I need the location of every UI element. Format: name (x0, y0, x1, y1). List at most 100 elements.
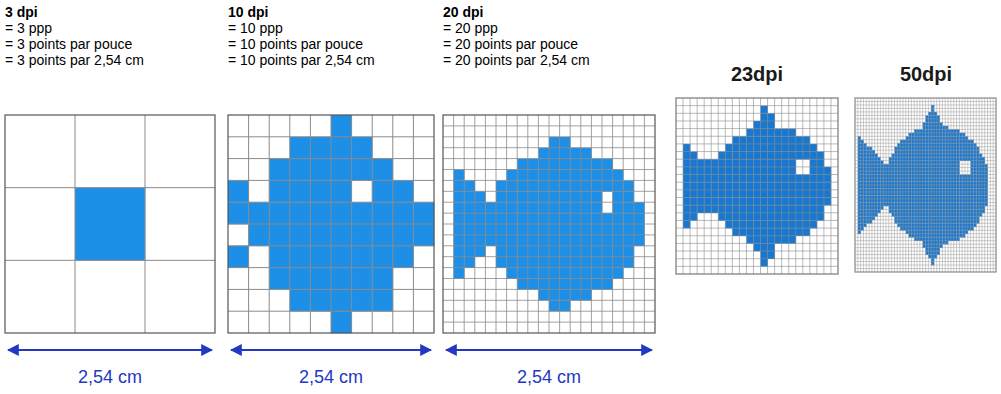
pixel-grid (228, 115, 434, 333)
grid-line (855, 153, 996, 154)
pixel (711, 205, 718, 213)
pixel (810, 167, 817, 175)
pixel (602, 213, 613, 224)
pixel (775, 236, 782, 244)
pixel (570, 159, 581, 170)
pixel (331, 137, 352, 159)
grid-line (5, 187, 215, 188)
pixel (528, 279, 539, 290)
resolution-note: = 20 points par 2,54 cm (443, 52, 590, 68)
pixel (739, 190, 746, 198)
grid-line (855, 160, 996, 161)
grid-line (676, 197, 838, 198)
pixel (704, 182, 711, 190)
grid-line (228, 289, 434, 290)
pixel (591, 159, 602, 170)
pixel (464, 191, 475, 202)
pixel (623, 235, 634, 246)
pixel (690, 167, 697, 175)
grid-line (855, 171, 996, 172)
pixel (761, 113, 768, 121)
pixel (761, 197, 768, 205)
pixel (352, 159, 373, 181)
pixel (824, 197, 831, 205)
pixel (538, 246, 549, 257)
grid-line (443, 213, 655, 214)
pixel (803, 175, 810, 183)
pixel (683, 159, 690, 167)
grid-line (683, 98, 684, 274)
pixel (560, 170, 571, 181)
pixel (591, 191, 602, 202)
grid-line (855, 132, 996, 133)
pixel (803, 213, 810, 221)
pixel (753, 197, 760, 205)
grid-line (676, 159, 838, 160)
pixel (768, 113, 775, 121)
pixel (290, 224, 311, 246)
pixel (496, 213, 507, 224)
pixel (761, 182, 768, 190)
pixel (623, 180, 634, 191)
pixel (528, 170, 539, 181)
grid-line (443, 158, 655, 159)
pixel (517, 235, 528, 246)
pixel (711, 182, 718, 190)
pixel (753, 159, 760, 167)
pixel (570, 224, 581, 235)
grid-line (855, 230, 996, 231)
pixel (746, 159, 753, 167)
grid-line (855, 115, 996, 116)
pixel (613, 180, 624, 191)
pixel (683, 220, 690, 228)
pixel (602, 159, 613, 170)
pixel (739, 167, 746, 175)
pixel (817, 152, 824, 160)
pixel (269, 246, 290, 268)
grid-line (443, 234, 655, 235)
pixel (711, 190, 718, 198)
pixel (697, 190, 704, 198)
grid-line (228, 245, 434, 246)
pixel (711, 175, 718, 183)
pixel (602, 224, 613, 235)
pixel (725, 167, 732, 175)
pixel (331, 180, 352, 202)
pixel (507, 268, 518, 279)
pixel (768, 152, 775, 160)
pixel (570, 257, 581, 268)
grid-ground (855, 98, 996, 272)
pixel (796, 144, 803, 152)
pixel (690, 152, 697, 160)
pixel (683, 182, 690, 190)
pixel (602, 235, 613, 246)
grid-line (774, 98, 775, 274)
grid-border (855, 98, 996, 272)
pixel (581, 224, 592, 235)
pixel (331, 115, 352, 137)
pixel (560, 148, 571, 159)
resolution-title: 50dpi (900, 62, 952, 86)
pixel (768, 190, 775, 198)
pixel (352, 289, 373, 311)
pixel (753, 213, 760, 221)
pixel (560, 213, 571, 224)
grid-line (75, 115, 76, 333)
grid-line (676, 266, 838, 267)
grid-line (228, 202, 434, 203)
pixel (782, 213, 789, 221)
pixel (746, 182, 753, 190)
grid-line (443, 278, 655, 279)
pixel (613, 224, 624, 235)
grid-line (676, 166, 838, 167)
pixel (372, 268, 393, 290)
pixel (725, 175, 732, 183)
pixel (549, 191, 560, 202)
pixel (753, 228, 760, 236)
pixel (761, 175, 768, 183)
grid-ground (676, 98, 838, 274)
pixel (775, 190, 782, 198)
grid-line (855, 191, 996, 192)
pixel (372, 159, 393, 181)
pixel (810, 213, 817, 221)
